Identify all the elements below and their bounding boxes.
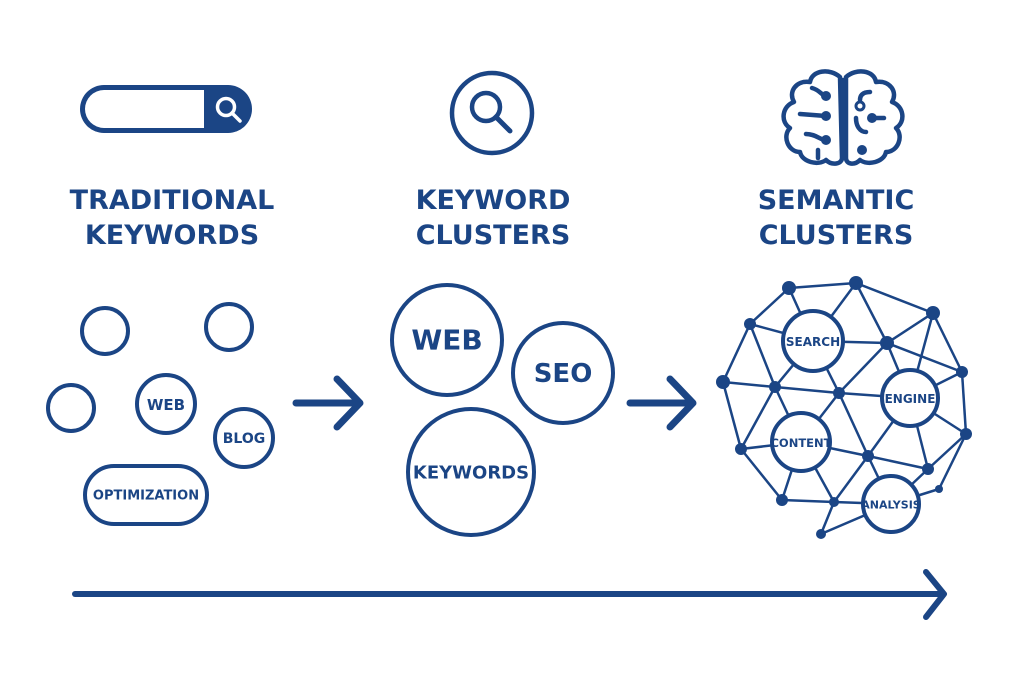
keyword-label-optimization: OPTIMIZATION [93,489,199,504]
network-edge [788,281,857,290]
heading-traditional-line1: TRADITIONAL [70,185,275,216]
network-node [833,387,845,399]
network-node [880,336,894,350]
keyword-label-web: WEB [147,396,185,414]
network-node [744,318,756,330]
network-hubs [770,309,940,534]
network-node [922,463,934,475]
keyword-label-blog: BLOG [223,431,266,447]
empty-keyword-bubble [204,302,254,352]
keyword-bubble-optimization [83,464,209,526]
heading-semantic-line2: CLUSTERS [759,220,914,251]
network-node [829,497,839,507]
cluster-label-keywords: KEYWORDS [413,463,529,484]
brain-icon-nodes [821,91,877,155]
network-edge [832,455,870,503]
hub-label-analysis: ANALYSIS [861,499,921,512]
heading-keyword-line1: KEYWORD [416,185,571,216]
semantic-hub-engine [880,368,940,428]
network-edge [819,501,836,535]
heading-traditional-line2: KEYWORDS [85,220,259,251]
stage-arrow-1 [292,375,364,431]
network-edge [781,498,835,504]
stage-arrow-2 [626,375,697,431]
network-edge [774,385,840,395]
network-node [926,306,940,320]
network-node [862,450,874,462]
network-edge [886,311,934,345]
network-nodes [716,276,972,539]
network-edge [886,341,963,374]
network-node [960,428,972,440]
network-node [849,276,863,290]
magnifier-circle-icon [449,70,535,156]
network-node [735,443,747,455]
semantic-hub-content [770,411,832,473]
brain-icon [781,69,905,166]
network-edge [838,342,888,394]
network-node [782,281,796,295]
keyword-bubble-blog [213,407,275,469]
hub-label-search: SEARCH [786,335,840,349]
network-edge [722,380,776,389]
network-edge [721,323,752,383]
network-edge [937,433,968,490]
cluster-label-web: WEB [411,324,482,357]
cluster-bubble-seo [511,321,615,425]
network-edge [867,454,929,471]
keyword-bubble-web [135,373,197,435]
network-node [816,529,826,539]
semantic-hub-analysis [861,474,921,534]
heading-semantic-line1: SEMANTIC [758,185,915,216]
hub-label-content: CONTENT [770,436,831,450]
search-bar-icon [80,85,252,133]
network-edge [748,323,777,388]
network-edge [960,371,968,435]
network-node [716,375,730,389]
cluster-bubble-web [390,283,504,397]
hub-label-engine: ENGINE [885,392,936,406]
network-node [776,494,788,506]
cluster-bubble-keywords [406,407,536,537]
network-node [935,485,943,493]
network-edge [837,392,870,457]
network-node [769,381,781,393]
network-edge [749,287,790,325]
network-node [956,366,968,378]
network-edge [739,386,777,450]
network-edge [721,381,743,450]
empty-keyword-bubble [46,383,96,433]
network-edge [927,433,967,470]
heading-keyword-line2: CLUSTERS [416,220,571,251]
empty-keyword-bubble [80,306,130,356]
timeline-arrow [72,569,947,620]
network-edge [740,448,783,501]
cluster-label-seo: SEO [534,359,593,389]
network-edge [854,282,889,344]
semantic-hub-search [781,309,845,373]
network-edge [931,312,964,373]
network-edge [855,281,934,315]
